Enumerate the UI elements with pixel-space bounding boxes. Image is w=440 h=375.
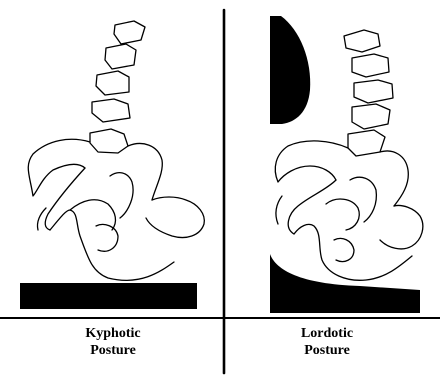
lordotic-caption-line-1: Lordotic [272,325,382,342]
lordotic-vertebra-1 [344,30,380,52]
kyphotic-vertebra-4 [92,99,130,122]
lordotic-femoral-head [380,205,423,248]
kyphotic-caption-line-2: Posture [58,342,168,359]
kyphotic-ischium [50,210,174,280]
kyphotic-vertebra-1 [114,21,145,44]
lordotic-coccyx [276,196,282,224]
lordotic-pelvis-inner [288,180,336,234]
kyphotic-vertebra-2 [105,44,136,69]
kyphotic-pelvis [28,139,204,280]
kyphotic-caption: Kyphotic Posture [58,325,168,359]
kyphotic-vertebra-5 [90,129,128,153]
kyphotic-floor-block [20,283,197,309]
kyphotic-femoral-head [146,197,204,238]
lordotic-caption-line-2: Posture [272,342,382,359]
kyphotic-pelvis-inner [45,168,85,230]
lordotic-acetabulum [350,177,376,222]
kyphotic-ilium [28,139,90,196]
lordotic-ischium [294,224,412,280]
kyphotic-coccyx [37,208,46,230]
lordotic-pelvis [275,141,423,280]
lordotic-pubis [326,199,359,230]
lordotic-spine [344,30,393,156]
lordotic-sacrum [380,151,408,206]
lordotic-caption: Lordotic Posture [272,325,382,359]
kyphotic-spine [90,21,145,153]
lordotic-back-shading [270,16,310,124]
lordotic-floor-shading [270,254,420,313]
lordotic-vertebra-3 [354,80,393,103]
kyphotic-caption-line-1: Kyphotic [58,325,168,342]
lordotic-vertebra-4 [352,104,390,129]
lordotic-ilium [275,141,348,182]
kyphotic-obturator [96,224,118,251]
lordotic-vertebra-2 [352,54,389,77]
lordotic-obturator [334,238,354,261]
kyphotic-vertebra-3 [96,71,129,95]
